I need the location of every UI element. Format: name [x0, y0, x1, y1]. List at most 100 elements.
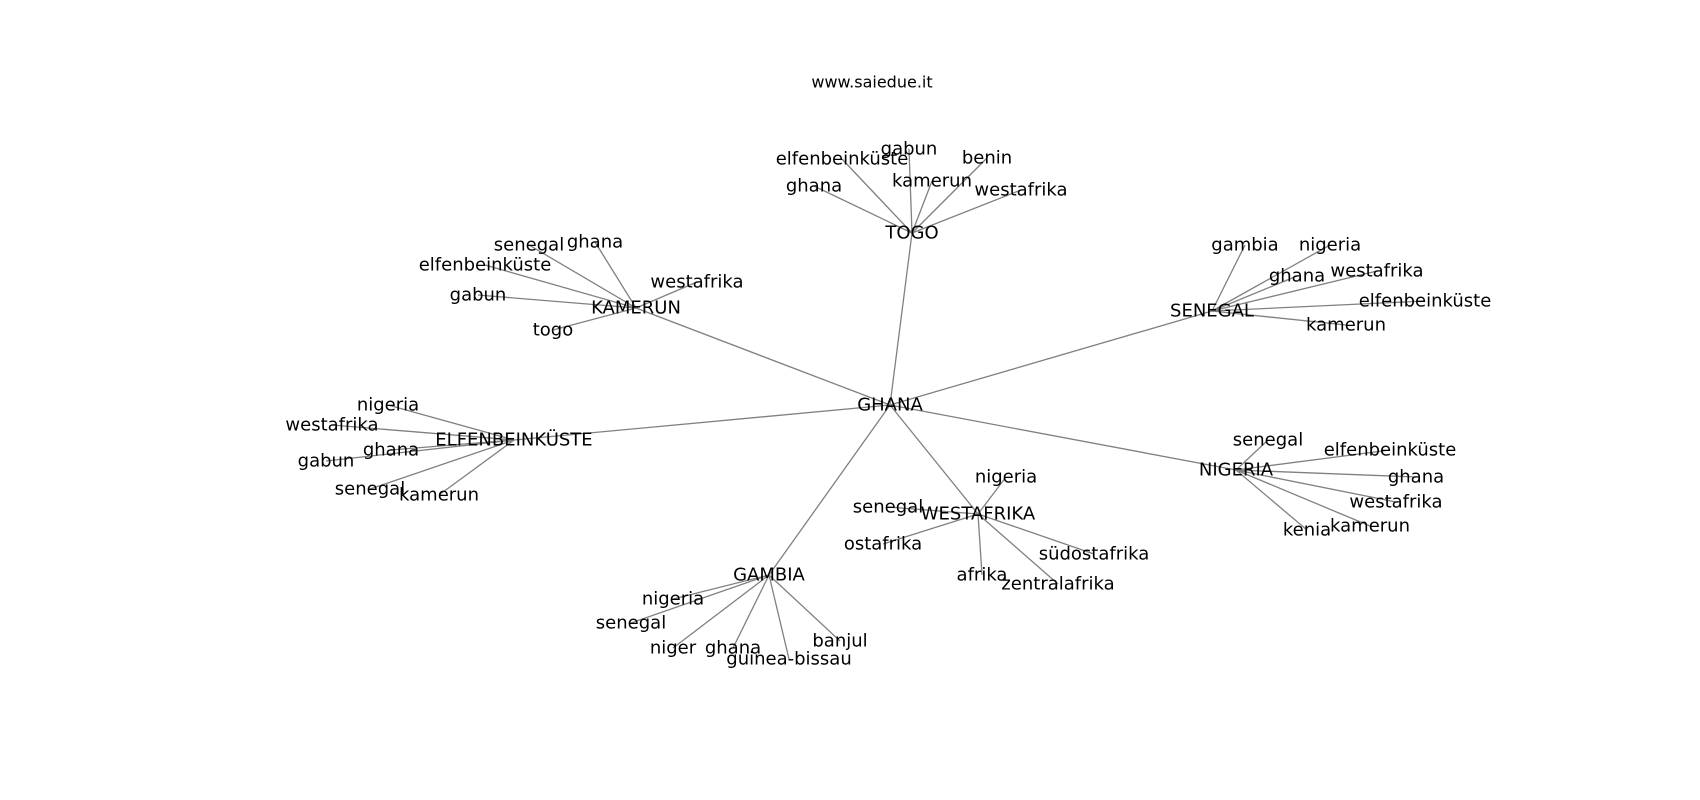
edge-hub-leaf: [528, 244, 637, 309]
edge-hub-leaf: [908, 148, 913, 234]
leaf-node: ghana: [1269, 266, 1325, 287]
leaf-node: niger: [650, 638, 697, 659]
edge-hub-leaf: [369, 439, 515, 490]
edge-root-hub: [889, 404, 1237, 471]
edge-root-hub: [889, 232, 913, 406]
edge-hub-leaf: [477, 294, 637, 309]
leaf-node: elfenbeinküste: [1359, 291, 1492, 312]
leaf-node: westafrika: [1349, 492, 1442, 513]
edge-root-hub: [635, 307, 891, 406]
edge-hub-leaf: [841, 158, 913, 234]
leaf-node: ghana: [363, 440, 419, 461]
edge-root-hub: [889, 404, 979, 515]
edge-hub-leaf: [977, 513, 983, 576]
edge-hub-leaf: [484, 264, 637, 309]
leaf-node: ghana: [567, 232, 623, 253]
leaf-node: westafrika: [285, 415, 378, 436]
edge-hub-leaf: [732, 574, 770, 649]
edge-hub-leaf: [594, 241, 637, 309]
leaf-node: kamerun: [399, 485, 479, 506]
edge-root-hub: [889, 310, 1213, 406]
edge-hub-leaf: [1211, 244, 1246, 312]
leaf-node: senegal: [335, 479, 405, 500]
edge-hub-leaf: [387, 404, 515, 441]
edge-hub-leaf: [438, 439, 515, 496]
hub-node: SENEGAL: [1170, 301, 1254, 322]
edge-hub-leaf: [390, 439, 515, 451]
leaf-node: gabun: [450, 285, 507, 306]
leaf-node: senegal: [1233, 430, 1303, 451]
edge-hub-leaf: [1211, 310, 1347, 326]
leaf-node: kenia: [1283, 520, 1331, 541]
edge-hub-leaf: [630, 574, 770, 624]
edge-hub-leaf: [977, 513, 1059, 585]
leaf-node: banjul: [812, 631, 867, 652]
edge-root-hub: [513, 404, 891, 441]
leaf-node: westafrika: [974, 180, 1067, 201]
leaf-node: elfenbeinküste: [1324, 440, 1457, 461]
leaf-node: guinea-bissau: [726, 649, 851, 670]
leaf-node: ghana: [705, 638, 761, 659]
leaf-node: ghana: [786, 176, 842, 197]
hub-node: ELFENBEINKÜSTE: [435, 429, 592, 451]
leaf-node: togo: [533, 320, 574, 341]
hub-node: NIGERIA: [1199, 460, 1274, 481]
edge-hub-leaf: [1211, 300, 1426, 312]
leaf-node: kamerun: [892, 171, 972, 192]
edge-hub-leaf: [768, 574, 841, 642]
leaf-node: ghana: [1388, 467, 1444, 488]
edge-hub-leaf: [911, 189, 1022, 234]
edge-hub-leaf: [1235, 449, 1391, 471]
leaf-node: zentralafrika: [1001, 574, 1114, 595]
edge-hub-leaf: [552, 307, 637, 331]
edge-hub-leaf: [331, 424, 515, 441]
leaf-node: senegal: [853, 497, 923, 518]
leaf-node: nigeria: [357, 395, 419, 416]
edge-hub-leaf: [1235, 469, 1371, 527]
edges: [325, 148, 1426, 660]
leaf-node: kamerun: [1330, 516, 1410, 537]
leaf-node: gambia: [1211, 235, 1278, 256]
leaf-node: nigeria: [642, 589, 704, 610]
leaf-node: elfenbeinküste: [419, 255, 552, 276]
leaf-node: nigeria: [975, 467, 1037, 488]
edge-hub-leaf: [911, 157, 988, 234]
diagram-title: www.saiedue.it: [811, 73, 932, 92]
leaf-node: nigeria: [1299, 235, 1361, 256]
leaf-node: gabun: [298, 451, 355, 472]
edge-hub-leaf: [325, 439, 515, 462]
leaf-node: elfenbeinküste: [776, 149, 909, 170]
hub-node: WESTAFRIKA: [921, 504, 1036, 525]
edge-hub-leaf: [882, 513, 979, 545]
leaf-node: benin: [962, 148, 1012, 169]
leaf-node: afrika: [957, 565, 1008, 586]
edge-hub-leaf: [813, 185, 913, 234]
edge-hub-leaf: [1211, 275, 1298, 312]
nodes: GHANATOGOghanaelfenbeinküstegabunkamerun…: [285, 139, 1491, 670]
leaf-node: ostafrika: [844, 534, 922, 555]
leaf-node: senegal: [494, 235, 564, 256]
leaf-node: südostafrika: [1039, 544, 1150, 565]
edge-hub-leaf: [768, 574, 790, 660]
leaf-node: westafrika: [1330, 261, 1423, 282]
edge-hub-leaf: [887, 506, 979, 515]
leaf-node: gabun: [881, 139, 938, 160]
edge-hub-leaf: [977, 513, 1095, 555]
leaf-node: westafrika: [650, 272, 743, 293]
edge-root-hub: [768, 404, 891, 576]
edge-hub-leaf: [1235, 469, 1397, 503]
edge-hub-leaf: [977, 476, 1007, 515]
hub-node: GAMBIA: [733, 565, 805, 586]
edge-hub-leaf: [672, 574, 770, 600]
edge-hub-leaf: [1211, 270, 1378, 312]
edge-hub-leaf: [1235, 469, 1417, 478]
leaf-node: senegal: [596, 613, 666, 634]
hub-node: TOGO: [884, 223, 938, 244]
edge-hub-leaf: [672, 574, 770, 649]
edge-hub-leaf: [1235, 469, 1308, 531]
edge-hub-leaf: [1211, 244, 1331, 312]
edge-hub-leaf: [635, 281, 698, 309]
edge-hub-leaf: [911, 180, 933, 234]
edge-hub-leaf: [1235, 439, 1269, 471]
